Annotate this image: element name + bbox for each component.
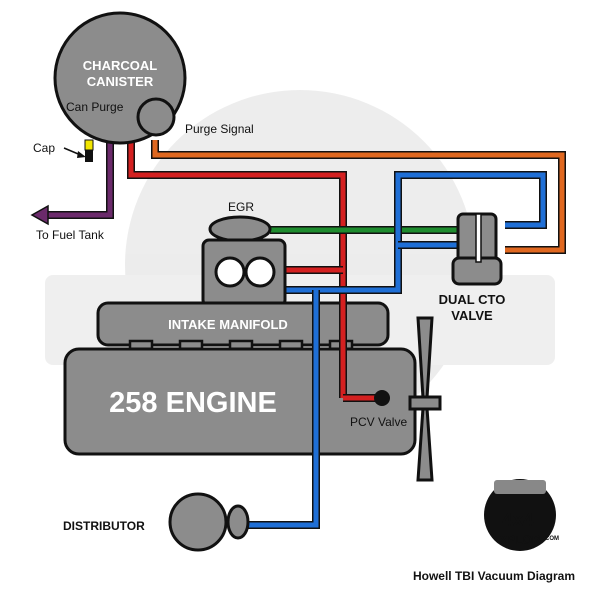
dual-cto-valve — [451, 212, 503, 286]
canister-label-1: CHARCOAL — [83, 58, 157, 73]
cap-top — [84, 139, 94, 151]
egr-label: EGR — [228, 200, 254, 214]
can-purge-label: Can Purge — [66, 100, 124, 114]
diagram-caption: Howell TBI Vacuum Diagram — [413, 569, 575, 583]
canister-label-2: CANISTER — [87, 74, 154, 89]
logo-main-text: 4x4 — [502, 510, 534, 531]
cap-body — [85, 150, 93, 162]
distributor-label: DISTRIBUTOR — [63, 519, 145, 533]
4x4xplor-logo-icon: 4x4 XPLOR .COM — [484, 479, 559, 551]
pcv-label: PCV Valve — [350, 415, 407, 429]
fuel-tank-arrow — [30, 204, 49, 226]
logo-com-text: .COM — [543, 536, 559, 542]
egr-valve — [208, 215, 272, 243]
fan-icon — [408, 316, 442, 482]
logo-sub-text: XPLOR — [499, 533, 541, 547]
purge-signal-port — [136, 97, 176, 137]
cap-label: Cap — [33, 141, 55, 155]
throttle-body — [201, 238, 287, 308]
intake-label: INTAKE MANIFOLD — [168, 317, 288, 332]
distributor — [168, 492, 250, 552]
cto-label-1: DUAL CTO — [439, 292, 506, 307]
engine-label: 258 ENGINE — [109, 387, 277, 419]
cto-label-2: VALVE — [451, 308, 493, 323]
fuel-tank-label: To Fuel Tank — [36, 228, 105, 242]
purge-signal-label: Purge Signal — [185, 122, 254, 136]
pcv-valve — [374, 390, 390, 406]
